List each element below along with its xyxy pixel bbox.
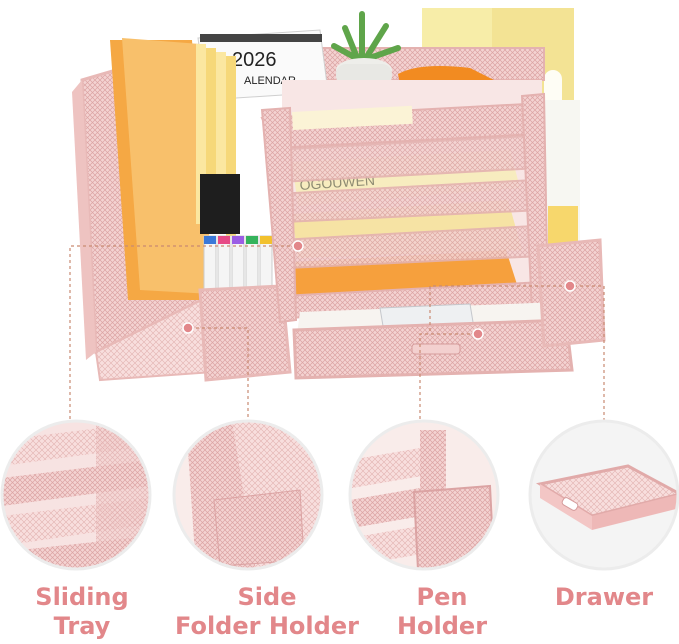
desk-organizer: 2026 ALENDAR [72,8,606,382]
label-side-folder-holder: Side Folder Holder [172,583,362,641]
callout-dot-side [182,322,194,334]
right-pen-cup [536,206,606,348]
label-sliding-tray: Sliding Tray [16,583,148,641]
label-side-folder-holder-line2: Folder Holder [175,612,359,640]
side-folder-holder-closeup [172,419,324,571]
label-drawer-line1: Drawer [554,583,654,611]
sliding-tray-closeup [0,419,152,571]
markers [203,235,273,293]
label-pen-holder: Pen Holder [376,583,508,641]
label-sliding-tray-line2: Tray [53,612,111,640]
label-pen-holder-line2: Holder [396,612,488,640]
label-pen-holder-line1: Pen [416,583,468,611]
label-drawer: Drawer [540,583,668,612]
callout-dot-pen [564,280,576,292]
pen-holder-closeup [348,419,500,571]
callout-dot-tray [292,240,304,252]
label-side-folder-holder-line1: Side [237,583,297,611]
left-pen-cup [198,284,292,382]
callout-dot-drawer [472,328,484,340]
drawer-closeup [528,419,679,571]
label-sliding-tray-line1: Sliding [35,583,129,611]
folders [110,38,240,300]
calendar-year: 2026 [232,49,277,71]
callout-lines [69,245,605,420]
drawer [292,302,574,380]
